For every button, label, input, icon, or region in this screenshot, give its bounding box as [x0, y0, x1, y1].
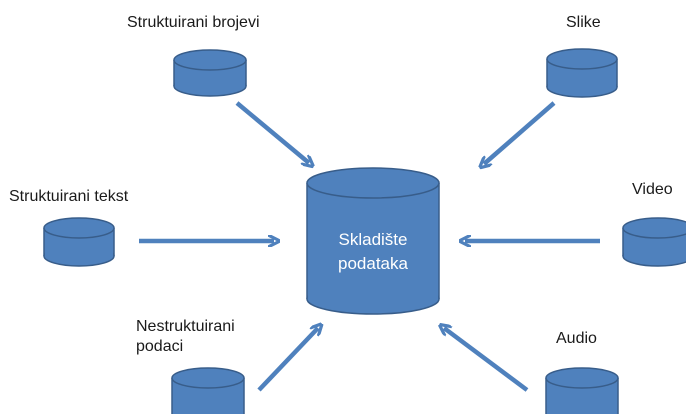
label-video: Video — [632, 180, 673, 200]
cylinder-images — [546, 48, 618, 98]
label-struct-numbers: Struktuirani brojevi — [127, 13, 260, 33]
label-audio-line: Audio — [556, 330, 597, 347]
cylinder-struct-numbers — [173, 49, 247, 97]
label-struct-text: Struktuirani tekst — [9, 187, 128, 207]
arrow-audio — [444, 328, 529, 392]
label-images: Slike — [566, 13, 601, 33]
central-storage-label-line-1: Skladište — [338, 230, 408, 249]
cylinder-video — [622, 217, 686, 267]
central-storage-label: Skladište podataka — [306, 228, 440, 276]
label-video-line: Video — [632, 181, 673, 198]
central-storage-label-line-2: podataka — [338, 254, 408, 273]
arrow-struct-numbers — [235, 101, 309, 163]
label-unstructured-line-1: Nestruktuirani — [136, 318, 235, 335]
label-unstructured: Nestruktuirani podaci — [136, 317, 264, 357]
cylinder-struct-text — [43, 217, 115, 267]
central-storage-cylinder — [306, 167, 440, 315]
label-audio: Audio — [556, 329, 597, 349]
cylinder-audio — [545, 367, 619, 414]
arrow-images — [484, 101, 556, 164]
cylinder-unstructured — [171, 367, 245, 414]
label-struct-text-line: Struktuirani tekst — [9, 188, 129, 205]
label-unstructured-line-2: podaci — [136, 338, 184, 355]
arrow-unstructured — [257, 328, 318, 392]
label-images-line: Slike — [566, 14, 601, 31]
label-struct-numbers-line: Struktuirani brojevi — [127, 14, 260, 31]
